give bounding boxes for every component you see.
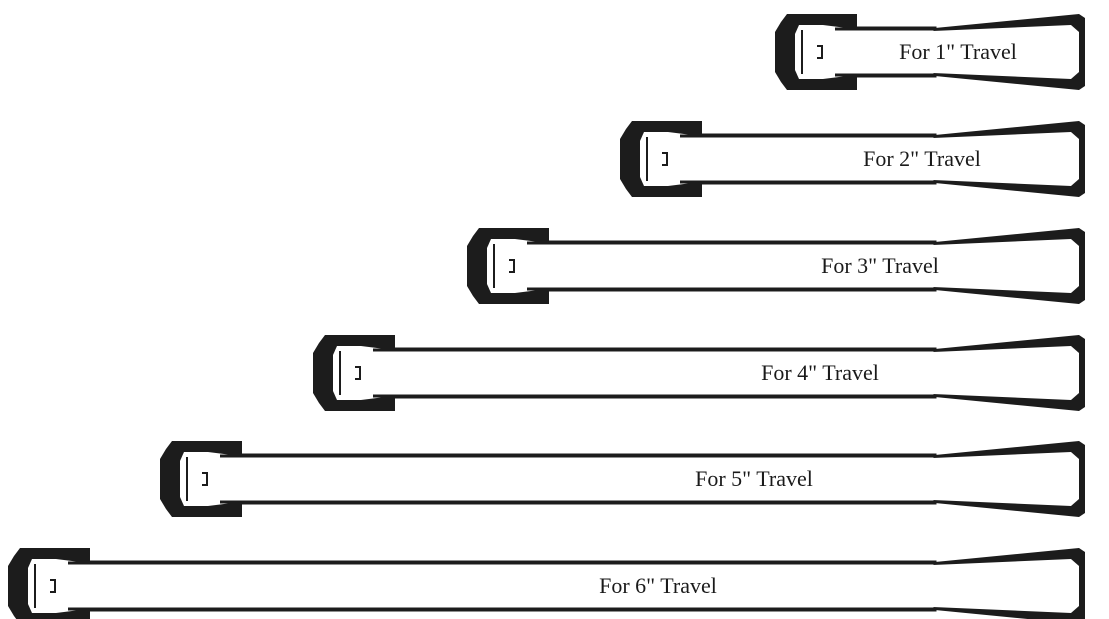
- travel-label: For 4" Travel: [761, 360, 879, 385]
- travel-label: For 6" Travel: [599, 573, 717, 598]
- bracket-mark-icon: [817, 45, 823, 59]
- bracket-mark-icon: [50, 579, 56, 593]
- tool-neck: [680, 137, 720, 181]
- travel-tool-3: For 3" Travel: [467, 228, 1085, 304]
- tool-neck: [373, 351, 413, 395]
- tool-shaft: [236, 453, 937, 505]
- tool-neck: [68, 564, 108, 608]
- travel-label: For 2" Travel: [863, 146, 981, 171]
- bracket-mark-icon: [202, 472, 208, 486]
- travel-label: For 1" Travel: [899, 39, 1017, 64]
- bracket-mark-icon: [509, 259, 515, 273]
- travel-label: For 3" Travel: [821, 253, 939, 278]
- tool-handle-inner: [933, 239, 1079, 293]
- tool-handle-inner: [933, 132, 1079, 186]
- tool-shaft: [389, 347, 937, 399]
- tool-handle-inner: [933, 25, 1079, 79]
- tool-shaft: [84, 560, 937, 612]
- tool-neck: [527, 244, 567, 288]
- travel-tool-5: For 5" Travel: [160, 441, 1085, 517]
- travel-tool-1: For 1" Travel: [775, 14, 1085, 90]
- travel-label: For 5" Travel: [695, 466, 813, 491]
- travel-tool-6: For 6" Travel: [8, 548, 1085, 619]
- bracket-mark-icon: [355, 366, 361, 380]
- tool-neck: [835, 30, 875, 74]
- tool-handle-inner: [933, 559, 1079, 613]
- tool-handle-inner: [933, 452, 1079, 506]
- bracket-mark-icon: [662, 152, 668, 166]
- tool-neck: [220, 457, 260, 501]
- travel-tool-2: For 2" Travel: [620, 121, 1085, 197]
- travel-tool-4: For 4" Travel: [313, 335, 1085, 411]
- tool-handle-inner: [933, 346, 1079, 400]
